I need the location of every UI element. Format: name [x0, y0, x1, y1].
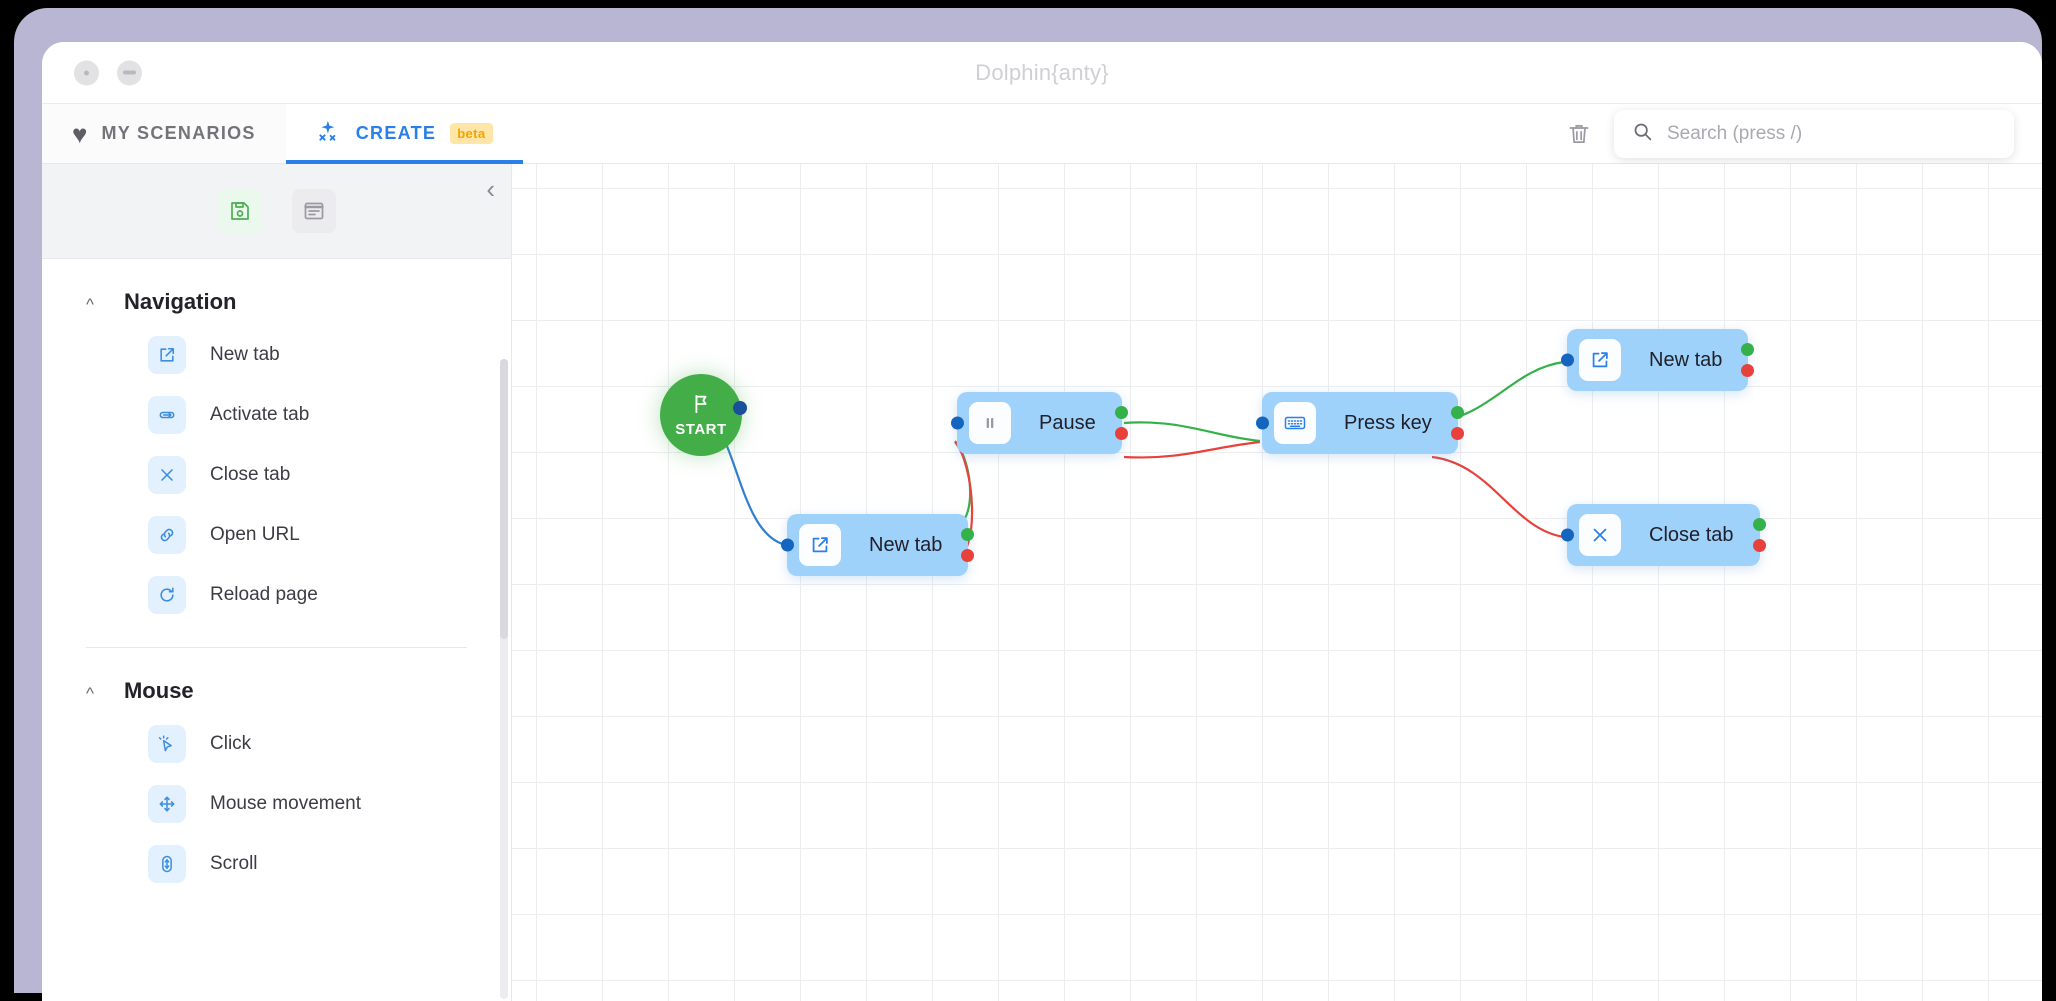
window-frame-outer: Dolphin{anty} ♥ MY SCENARIOS CREATE beta [14, 8, 2042, 1001]
node-success-port[interactable] [961, 528, 975, 541]
logs-button[interactable] [291, 189, 336, 233]
sidebar-item-new-tab-label: New tab [210, 344, 280, 365]
sidebar-item-activate-tab-label: Activate tab [210, 404, 310, 425]
move-arrows-icon [148, 785, 186, 823]
node-input-port[interactable] [1561, 353, 1574, 367]
node-error-port[interactable] [1752, 539, 1766, 552]
chevron-up-icon: ^ [86, 294, 94, 314]
sidebar-item-click-label: Click [210, 733, 252, 754]
node-error-port[interactable] [1450, 427, 1464, 440]
search-box[interactable] [1614, 109, 2014, 158]
node-success-port[interactable] [1752, 518, 1766, 531]
actions-sidebar: ‹ [42, 164, 512, 1001]
group-mouse: ^ Mouse Click [42, 648, 511, 894]
node-close-tab-label: Close tab [1649, 523, 1734, 546]
node-press-key-label: Press key [1344, 411, 1432, 434]
edge-layer [700, 360, 1565, 564]
heart-icon: ♥ [72, 118, 88, 149]
app-window: Dolphin{anty} ♥ MY SCENARIOS CREATE beta [42, 42, 2042, 1001]
sidebar-divider [86, 647, 467, 648]
trash-icon[interactable] [1566, 121, 1592, 147]
search-input[interactable] [1667, 122, 1996, 145]
node-close-tab[interactable]: Close tab [1561, 504, 1766, 566]
window-dot-button[interactable] [74, 60, 99, 85]
window-minimize-button[interactable] [117, 60, 142, 85]
sidebar-scroll-area[interactable]: ^ Navigation New tab [42, 259, 511, 1001]
sidebar-item-close-tab-label: Close tab [210, 464, 291, 485]
search-icon [1632, 121, 1653, 147]
node-new-tab-1[interactable]: New tab [781, 514, 975, 576]
chevron-up-icon: ^ [86, 683, 94, 703]
sidebar-item-open-url[interactable]: Open URL [86, 505, 511, 565]
external-link-icon [148, 336, 186, 374]
node-press-key[interactable]: Press key [1256, 392, 1464, 454]
activate-tab-icon [148, 396, 186, 434]
sidebar-item-reload-page[interactable]: Reload page [86, 565, 511, 625]
sidebar-item-scroll[interactable]: Scroll [86, 834, 511, 894]
collapse-sidebar-button[interactable]: ‹ [486, 174, 495, 204]
tab-strip: ♥ MY SCENARIOS CREATE beta [42, 104, 2042, 164]
close-x-icon [148, 456, 186, 494]
window-controls [74, 60, 142, 85]
external-link-icon [1579, 339, 1621, 381]
node-input-port[interactable] [1256, 416, 1269, 430]
node-input-port[interactable] [951, 416, 964, 430]
node-error-port[interactable] [961, 549, 975, 562]
app-body: ‹ [42, 164, 2042, 1001]
node-success-port[interactable] [1450, 406, 1464, 419]
scenario-canvas[interactable]: START New tab [512, 164, 2042, 1001]
tab-my-scenarios-label: MY SCENARIOS [101, 123, 256, 143]
app-title: Dolphin{anty} [975, 59, 1109, 85]
start-output-port[interactable] [733, 401, 747, 415]
save-scenario-button[interactable] [217, 189, 262, 233]
start-node[interactable]: START [660, 374, 747, 456]
node-pause-label: Pause [1039, 411, 1096, 434]
flag-icon [690, 393, 712, 420]
node-success-port[interactable] [1741, 343, 1755, 356]
node-new-tab-2[interactable]: New tab [1561, 329, 1755, 391]
group-navigation-header[interactable]: ^ Navigation [86, 259, 511, 325]
sidebar-item-open-url-label: Open URL [210, 524, 300, 545]
magic-sparkle-icon [316, 118, 342, 149]
node-pause[interactable]: Pause [951, 392, 1128, 454]
tab-create-label: CREATE [355, 123, 437, 143]
group-mouse-title: Mouse [123, 678, 194, 703]
node-new-tab-2-label: New tab [1649, 348, 1723, 371]
sidebar-item-click[interactable]: Click [86, 714, 511, 774]
header-actions [1566, 109, 2014, 158]
title-bar: Dolphin{anty} [42, 42, 2042, 104]
group-navigation-title: Navigation [123, 289, 237, 314]
node-input-port[interactable] [781, 538, 794, 552]
beta-badge: beta [450, 123, 493, 144]
node-error-port[interactable] [1741, 364, 1755, 377]
start-node-label: START [675, 420, 727, 438]
reload-icon [148, 576, 186, 614]
close-x-icon [1579, 514, 1621, 556]
sidebar-item-mouse-movement[interactable]: Mouse movement [86, 774, 511, 834]
node-success-port[interactable] [1114, 406, 1128, 419]
group-navigation: ^ Navigation New tab [42, 259, 511, 625]
tab-my-scenarios[interactable]: ♥ MY SCENARIOS [42, 104, 286, 163]
sidebar-item-reload-page-label: Reload page [210, 584, 318, 605]
external-link-icon [799, 524, 841, 566]
sidebar-scrollbar[interactable] [500, 359, 508, 999]
cursor-click-icon [148, 725, 186, 763]
sidebar-item-close-tab[interactable]: Close tab [86, 445, 511, 505]
pause-icon [969, 402, 1011, 444]
sidebar-item-new-tab[interactable]: New tab [86, 325, 511, 385]
group-mouse-header[interactable]: ^ Mouse [86, 648, 511, 714]
scroll-icon [148, 845, 186, 883]
sidebar-scrollbar-thumb[interactable] [500, 359, 508, 639]
node-input-port[interactable] [1561, 528, 1574, 542]
node-error-port[interactable] [1114, 427, 1128, 440]
sidebar-item-activate-tab[interactable]: Activate tab [86, 385, 511, 445]
keyboard-icon [1274, 402, 1316, 444]
node-new-tab-1-label: New tab [869, 533, 943, 556]
tab-create[interactable]: CREATE beta [285, 104, 523, 164]
sidebar-toolbar: ‹ [42, 164, 511, 259]
link-chain-icon [148, 516, 186, 554]
sidebar-item-scroll-label: Scroll [210, 853, 258, 874]
sidebar-item-mouse-movement-label: Mouse movement [210, 793, 362, 814]
